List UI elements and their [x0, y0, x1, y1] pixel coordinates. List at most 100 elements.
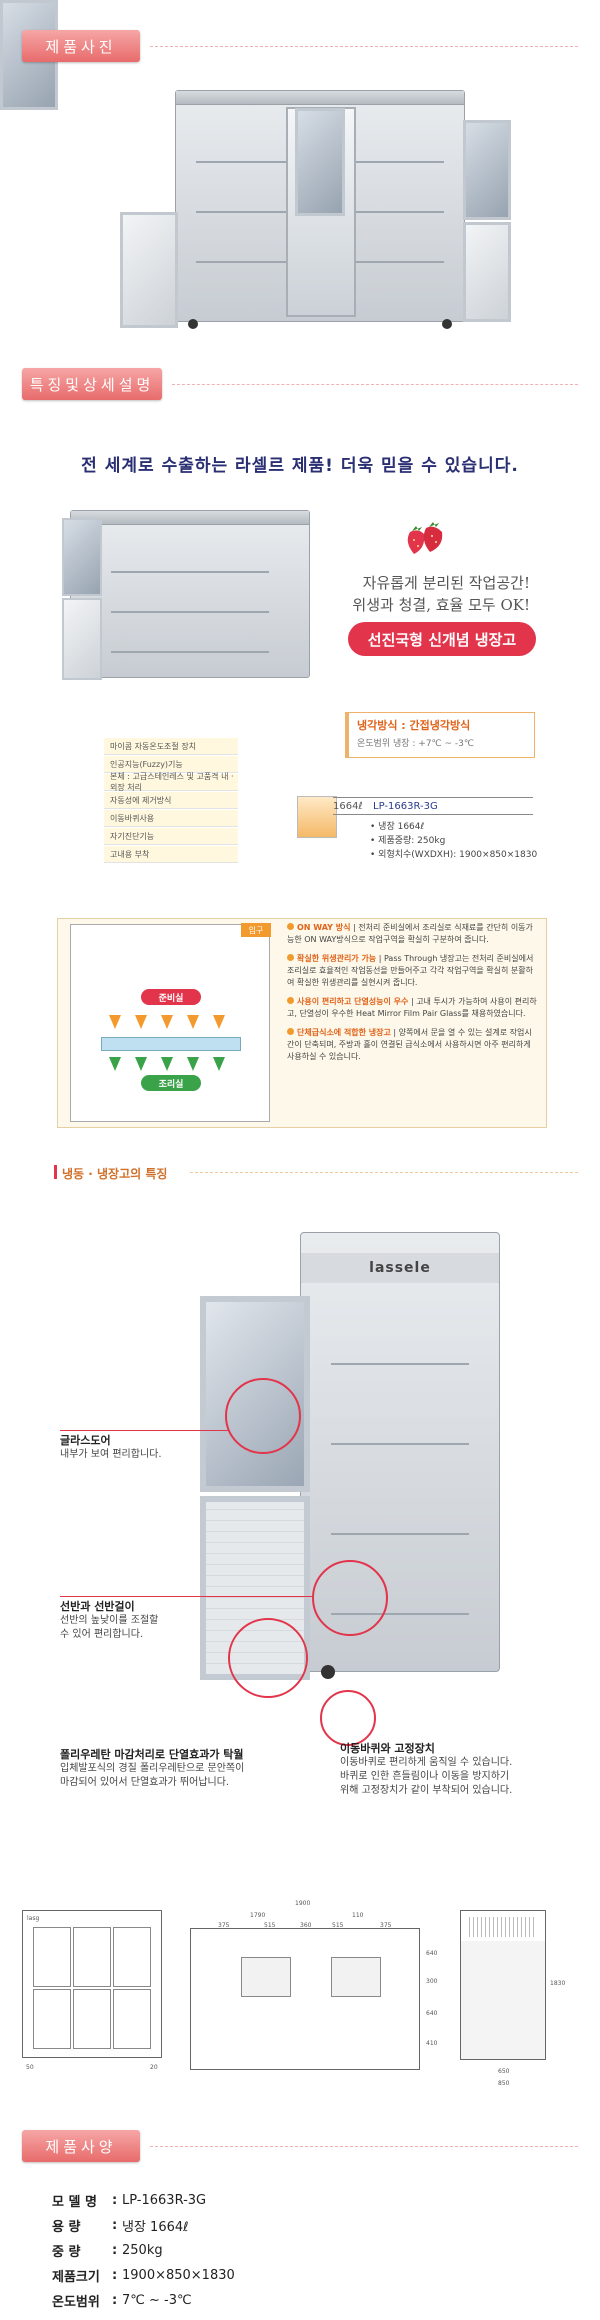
down-arrow-icon: [161, 1057, 173, 1071]
table-row: 용 량:냉장 1664ℓ: [52, 2218, 189, 2235]
door-outline: [73, 1989, 111, 2049]
flow-item: 단체급식소에 적합한 냉장고 | 양쪽에서 문을 열 수 있는 설계로 작업시간…: [287, 1028, 532, 1061]
section-divider: [172, 384, 578, 385]
fridge-feature-heading: 냉동 · 냉장고의 특징: [53, 1165, 168, 1181]
section-tab-spec: 제품사양: [22, 2130, 140, 2162]
slogan: 전 세계로 수출하는 라셀르 제품! 더욱 믿을 수 있습니다.: [81, 456, 519, 476]
mini-spec-item: • 냉장 1664ℓ: [370, 822, 425, 832]
open-glass-door-center: [295, 108, 345, 216]
dimension-label: 640: [426, 1950, 438, 1957]
section-tab-label: 제품사진: [45, 37, 117, 56]
callout-line: [60, 1596, 312, 1597]
open-glass-door-right: [463, 120, 511, 220]
dimension-label: 515: [264, 1922, 276, 1929]
fridge-shelf: [331, 1363, 469, 1365]
tagline-line-1: 자유롭게 분리된 작업공간!: [362, 574, 530, 592]
compartment-outline: [331, 1957, 381, 1997]
down-arrow-icon: [109, 1015, 121, 1029]
cook-room-label: 조리실: [141, 1075, 201, 1091]
model-name: LP-1663R-3G: [373, 800, 438, 812]
size-diagram-icon: [297, 796, 337, 838]
fridge-shelf: [111, 651, 269, 653]
dimension-label: 360: [300, 1922, 312, 1929]
dimension-label: 375: [218, 1922, 230, 1929]
fridge-wheel: [188, 319, 198, 329]
flow-item: ON WAY 방식 | 전처리 준비실에서 조리실로 식재료를 간단히 이동가능…: [287, 923, 533, 944]
bullet-icon: [287, 1028, 294, 1035]
dimension-label: 375: [380, 1922, 392, 1929]
callout-circle-glass: [225, 1378, 301, 1454]
list-item: 마이콤 자동온도조절 장치: [104, 738, 238, 755]
list-item: 자동성에 제거방식: [104, 792, 238, 809]
flow-item: 사용이 편리하고 단열성능이 우수 | 고내 투시가 가능하여 사용이 편리하고…: [287, 997, 537, 1018]
open-glass-door: [62, 518, 102, 596]
mini-spec-list: • 냉장 1664ℓ • 제품중량: 250kg • 외형치수(WXDXH): …: [370, 820, 537, 862]
callout-glass-door: 글라스도어 내부가 보여 편리합니다.: [60, 1434, 162, 1460]
section-tab-photo: 제품사진: [22, 30, 140, 62]
fridge-shelf: [111, 571, 269, 573]
dimension-label: 50: [26, 2064, 34, 2071]
callout-insulation: 폴리우레탄 마감처리로 단열효과가 탁월 입체발포식의 경질 폴리우레탄으로 문…: [60, 1748, 245, 1788]
tagline: 자유롭게 분리된 작업공간! 위생과 청결, 효율 모두 OK!: [352, 572, 530, 616]
section-tab-label: 특징및상세설명: [29, 375, 155, 394]
section-divider: [190, 1172, 578, 1173]
fridge-wheel: [442, 319, 452, 329]
dimension-label: 300: [426, 1978, 438, 1985]
door-outline: [113, 1989, 151, 2049]
table-row: 모 델 명:LP-1663R-3G: [52, 2193, 207, 2210]
list-item: 본체 : 고급스테인레스 및 고품격 내 · 외장 처리: [104, 772, 238, 792]
door-outline: [113, 1927, 151, 1987]
list-item: 이동바퀴사용: [104, 810, 238, 827]
fridge-top-panel: [176, 91, 464, 105]
table-row: 온도범위:7℃ ~ -3℃: [52, 2293, 192, 2310]
cooling-info-box: 냉각방식 : 간접냉각방식 온도범위 냉장 : +7℃ ~ -3℃: [345, 712, 535, 758]
door-outline: [33, 1927, 71, 1987]
fridge-shelf: [111, 611, 269, 613]
entrance-label: 입구: [241, 923, 271, 937]
dimension-label: 515: [332, 1922, 344, 1929]
kitchen-floor-plan: 입구 준비실 조리실: [70, 923, 271, 1122]
down-arrow-icon: [187, 1015, 199, 1029]
front-elevation-drawing: lasg: [22, 1910, 162, 2058]
dimension-label: 1830: [550, 1980, 566, 1987]
open-solid-door: [62, 598, 102, 680]
bullet-icon: [287, 997, 294, 1004]
tagline-line-2: 위생과 청결, 효율 모두 OK!: [352, 596, 530, 614]
bullet-icon: [287, 923, 294, 930]
open-solid-door-right: [463, 222, 511, 322]
cooling-method: 냉각방식 : 간접냉각방식: [357, 719, 471, 732]
prep-room-label: 준비실: [141, 989, 201, 1005]
fridge-row: [101, 1037, 241, 1051]
list-item: 고내용 부착: [104, 846, 238, 863]
section-tab-label: 제품사양: [45, 2137, 117, 2156]
fridge-shelf: [331, 1443, 469, 1445]
callout-circle-wheel: [320, 1690, 376, 1746]
callout-wheel: 이동바퀴와 고정장치 이동바퀴로 편리하게 움직일 수 있습니다. 바퀴로 인한…: [340, 1742, 513, 1796]
mini-spec-item: • 제품중량: 250kg: [370, 836, 446, 846]
section-divider: [150, 2146, 578, 2147]
model-bar: 1664ℓ LP-1663R-3G: [333, 797, 533, 815]
bullet-icon: [287, 954, 294, 961]
fridge-wheel: [321, 1665, 335, 1679]
side-elevation-drawing: [460, 1910, 546, 2060]
mini-spec-item: • 외형치수(WXDXH): 1900×850×1830: [370, 850, 538, 860]
section-tab-features: 특징및상세설명: [22, 368, 162, 400]
dimension-label: 20: [150, 2064, 158, 2071]
table-row: 제품크기:1900×850×1830: [52, 2268, 235, 2285]
feature-list: 마이콤 자동온도조절 장치 인공지능(Fuzzy)기능 본체 : 고급스테인레스…: [104, 738, 238, 864]
list-item: 자기진단기능: [104, 828, 238, 845]
down-arrow-icon: [109, 1057, 121, 1071]
fridge-shelf: [331, 1613, 469, 1615]
dimension-label: 650: [498, 2068, 510, 2075]
callout-shelf: 선반과 선반걸이 선반의 높낮이를 조절할 수 있어 편리합니다.: [60, 1600, 159, 1640]
section-divider: [150, 46, 578, 47]
concept-badge: 선진국형 신개념 냉장고: [348, 622, 536, 656]
compartment-outline: [241, 1957, 291, 1997]
table-row: 중 량:250kg: [52, 2243, 163, 2260]
callout-circle-insulation: [228, 1618, 308, 1698]
down-arrow-icon: [213, 1057, 225, 1071]
open-solid-door-left: [120, 212, 178, 328]
spec-table: 모 델 명:LP-1663R-3G 용 량:냉장 1664ℓ 중 량:250kg…: [52, 2188, 552, 2313]
drawing-brand: lasg: [27, 1915, 40, 1922]
fridge-shelf: [331, 1533, 469, 1535]
